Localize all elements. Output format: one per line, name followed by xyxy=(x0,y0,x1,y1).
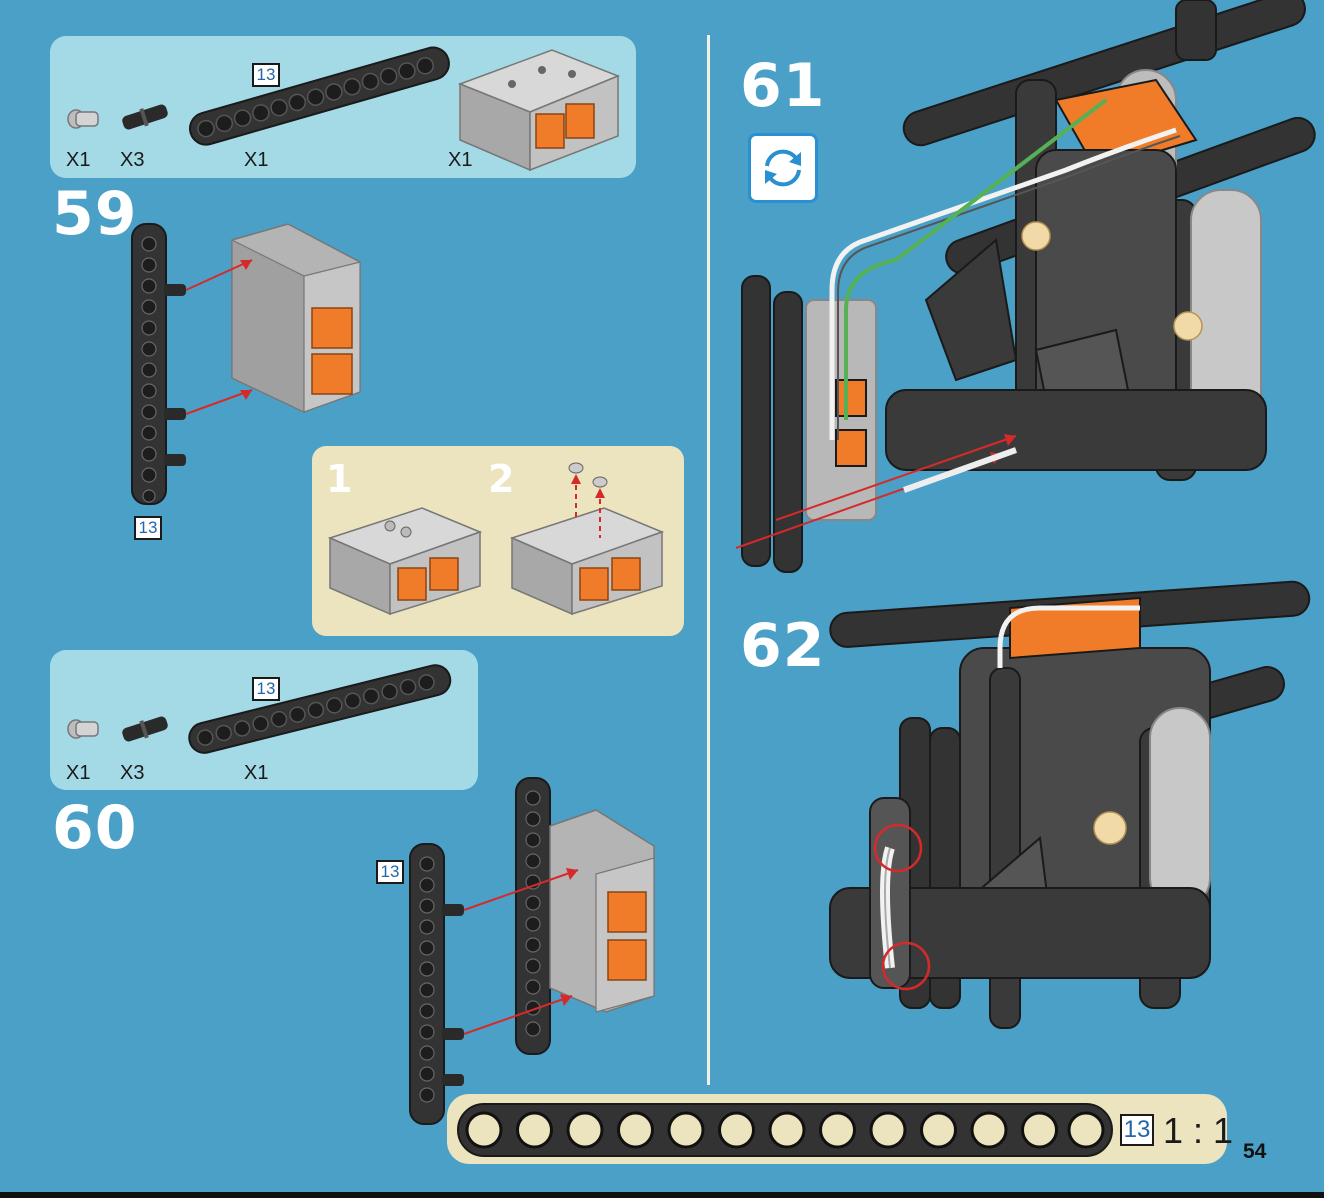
qty-black-pin: X3 xyxy=(120,149,144,172)
step-number-60: 60 xyxy=(52,798,138,858)
step-60-assembly-diagram xyxy=(406,774,666,1130)
qty-hub: X1 xyxy=(448,149,472,172)
hub-module-icon xyxy=(452,44,624,172)
substep-number-1: 1 xyxy=(326,460,352,498)
beam-13-icon xyxy=(180,42,460,154)
grey-pin-icon xyxy=(66,106,106,132)
bottom-edge xyxy=(0,1192,1324,1198)
qty-beam: X1 xyxy=(244,149,268,172)
qty-grey-pin: X1 xyxy=(66,762,90,785)
beam-13-icon xyxy=(180,660,460,760)
qty-black-pin: X3 xyxy=(120,762,144,785)
beam-length-label-60: 13 xyxy=(376,860,404,884)
black-pin-icon xyxy=(118,102,172,132)
ruler-length-label: 13 xyxy=(1120,1114,1154,1146)
beam-13-ruler xyxy=(456,1102,1116,1158)
qty-beam: X1 xyxy=(244,762,268,785)
step-62-assembly-diagram xyxy=(810,588,1324,1058)
step-number-59: 59 xyxy=(52,184,138,244)
black-pin-icon xyxy=(118,714,172,744)
grey-pin-icon xyxy=(66,716,106,742)
beam-length-label-59: 13 xyxy=(134,516,162,540)
column-divider xyxy=(707,35,710,1085)
substep-1-hub-diagram xyxy=(326,502,486,618)
scale-label: 1 : 1 xyxy=(1163,1110,1233,1152)
substep-2-hub-diagram xyxy=(508,458,668,618)
qty-grey-pin: X1 xyxy=(66,149,90,172)
step-61-assembly-diagram xyxy=(736,0,1324,580)
page-number: 54 xyxy=(1243,1140,1266,1164)
